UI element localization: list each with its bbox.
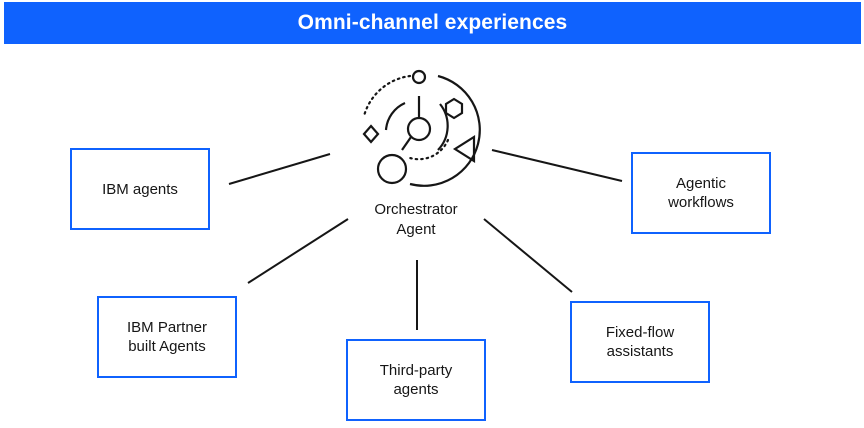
orchestrator-agent-icon [362, 69, 481, 187]
node-fixed-flow-assistants: Fixed-flow assistants [570, 301, 710, 383]
node-agentic-workflows-label: Agentic workflows [668, 175, 734, 211]
node-third-party-agents-label: Third-party agents [379, 362, 453, 398]
node-third-party-agents: Third-party agents [346, 339, 486, 421]
node-ibm-agents: IBM agents [70, 148, 210, 230]
connector-fixed-flow [483, 218, 573, 293]
connector-ibm-partner [247, 218, 349, 284]
connector-agentic-workflows [491, 149, 623, 182]
connector-ibm-agents [228, 153, 331, 185]
node-fixed-flow-assistants-label: Fixed-flow assistants [605, 324, 675, 360]
node-ibm-partner-agents: IBM Partner built Agents [97, 296, 237, 378]
node-ibm-agents-label: IBM agents [102, 180, 178, 198]
node-agentic-workflows: Agentic workflows [631, 152, 771, 234]
node-ibm-partner-agents-label: IBM Partner built Agents [126, 319, 208, 355]
orchestrator-agent-label: Orchestrator Agent [346, 200, 486, 240]
orchestrator-agent-text: Orchestrator Agent [374, 201, 458, 238]
header-title: Omni-channel experiences [297, 11, 568, 34]
header-banner: Omni-channel experiences [4, 2, 861, 44]
